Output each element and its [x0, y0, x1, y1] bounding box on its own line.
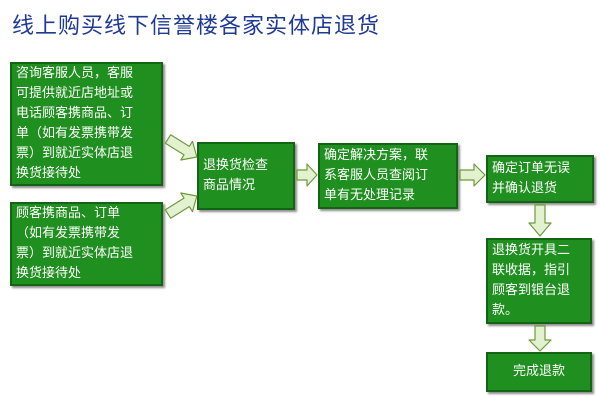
- step-issue-receipt: 退换货开具二 联收据，指引 顾客到银台退 款。: [486, 238, 592, 324]
- step-consult-customer-service-text: 咨询客服人员，客服 可提供就近店地址或 电话顾客携商品、订 单（如有发票携带发 …: [16, 66, 134, 181]
- step-customer-brings-goods: 顾客携商品、订单 （如有发票携带发 票）到就近实体店退 换货接待处: [10, 202, 163, 286]
- step-consult-customer-service: 咨询客服人员，客服 可提供就近店地址或 电话顾客携商品、订 单（如有发票携带发 …: [10, 62, 163, 186]
- step-complete-refund-text: 完成退款: [512, 364, 565, 379]
- arrow-solution-to-confirm: [459, 163, 486, 187]
- step-determine-solution: 确定解决方案，联 系客服人员查阅订 单有无处理记录: [318, 143, 458, 209]
- step-confirm-order-text: 确定订单无误 并确认退货: [492, 161, 571, 196]
- arrow-inspect-to-solution: [296, 163, 318, 187]
- step-complete-refund: 完成退款: [486, 352, 592, 392]
- arrow-confirm-to-receipt: [528, 204, 552, 237]
- step-issue-receipt-text: 退换货开具二 联收据，指引 顾客到银台退 款。: [492, 243, 571, 318]
- arrow-receipt-to-complete: [528, 325, 552, 352]
- step-customer-brings-goods-text: 顾客携商品、订单 （如有发票携带发 票）到就近实体店退 换货接待处: [16, 206, 134, 281]
- step-inspect-goods: 退换货检查 商品情况: [197, 142, 295, 210]
- arrow-consult-to-inspect: [164, 134, 198, 161]
- arrow-direct-to-inspect: [164, 192, 198, 219]
- step-confirm-order: 确定订单无误 并确认退货: [486, 155, 594, 203]
- page-title: 线上购买线下信誉楼各家实体店退货: [12, 14, 381, 39]
- step-determine-solution-text: 确定解决方案，联 系客服人员查阅订 单有无处理记录: [324, 148, 429, 203]
- step-inspect-goods-text: 退换货检查 商品情况: [203, 158, 269, 193]
